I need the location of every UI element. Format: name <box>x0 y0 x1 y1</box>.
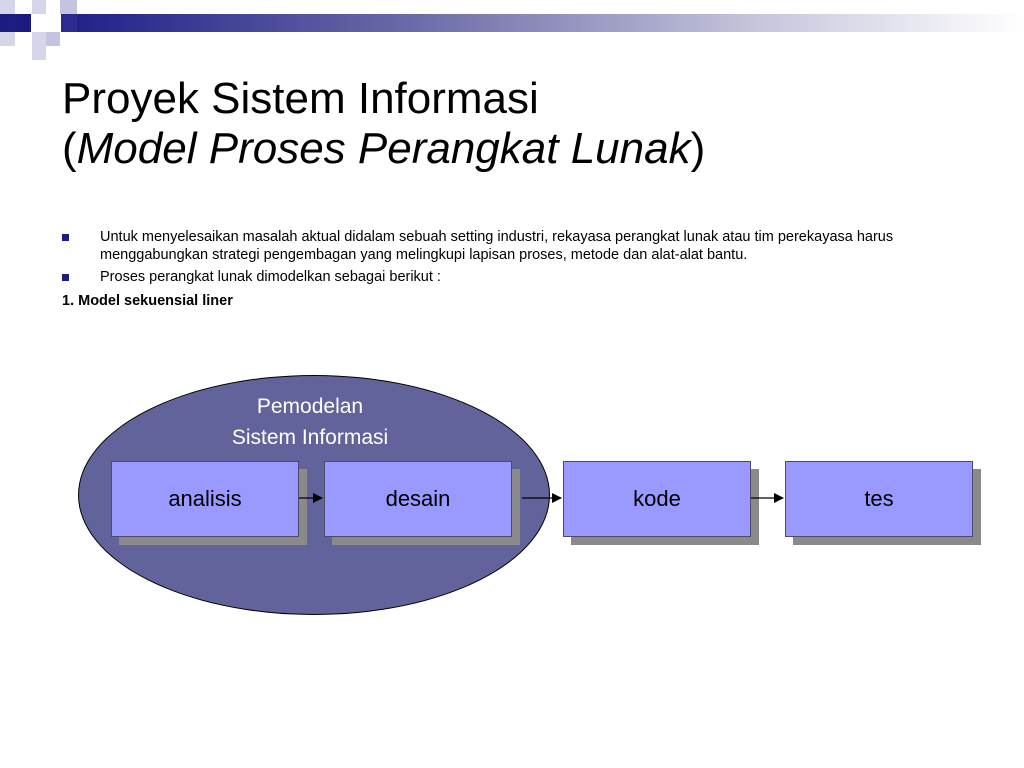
sub-heading: 1. Model sekuensial liner <box>62 293 233 309</box>
group-label: Pemodelan Sistem Informasi <box>150 391 470 453</box>
decor-square <box>32 32 46 46</box>
decor-square <box>47 14 61 32</box>
header-gradient-bar <box>0 14 1024 32</box>
slide-title-line1: Proyek Sistem Informasi <box>62 74 539 123</box>
step-box-desain: desain <box>324 461 512 537</box>
title-close-paren: ) <box>690 124 706 173</box>
bullet-text: Untuk menyelesaikan masalah aktual didal… <box>100 229 894 263</box>
bullet-item: Untuk menyelesaikan masalah aktual didal… <box>62 228 962 264</box>
step-label: tes <box>864 486 894 511</box>
step-label: desain <box>385 486 451 511</box>
decor-square <box>61 14 77 32</box>
decor-square <box>0 32 15 46</box>
decor-square <box>15 0 32 14</box>
slide-title-line2: (Model Proses Perangkat Lunak) <box>62 124 962 174</box>
decor-square <box>46 32 60 46</box>
title-open-paren: ( <box>62 124 77 173</box>
decor-square <box>60 0 77 14</box>
step-box-kode: kode <box>563 461 751 537</box>
square-bullet-icon <box>62 234 69 241</box>
step-label: analisis <box>168 486 242 511</box>
step-label: kode <box>633 486 681 511</box>
group-label-line1: Pemodelan <box>256 395 364 418</box>
decor-square <box>0 0 15 14</box>
decor-square <box>31 14 47 32</box>
group-label-line2: Sistem Informasi <box>231 426 389 449</box>
decor-square <box>46 0 60 14</box>
step-box-analisis: analisis <box>111 461 299 537</box>
bullet-text: Proses perangkat lunak dimodelkan sebaga… <box>100 269 441 285</box>
square-bullet-icon <box>62 274 69 281</box>
decor-square <box>32 46 46 60</box>
title-italic-text: Model Proses Perangkat Lunak <box>76 124 691 173</box>
slide-title: Proyek Sistem Informasi (Model Proses Pe… <box>62 74 962 174</box>
decor-square <box>16 14 31 32</box>
step-box-tes: tes <box>785 461 973 537</box>
decor-square <box>32 0 46 14</box>
bullet-item: Proses perangkat lunak dimodelkan sebaga… <box>62 268 962 286</box>
slide-body: Untuk menyelesaikan masalah aktual didal… <box>62 228 962 310</box>
